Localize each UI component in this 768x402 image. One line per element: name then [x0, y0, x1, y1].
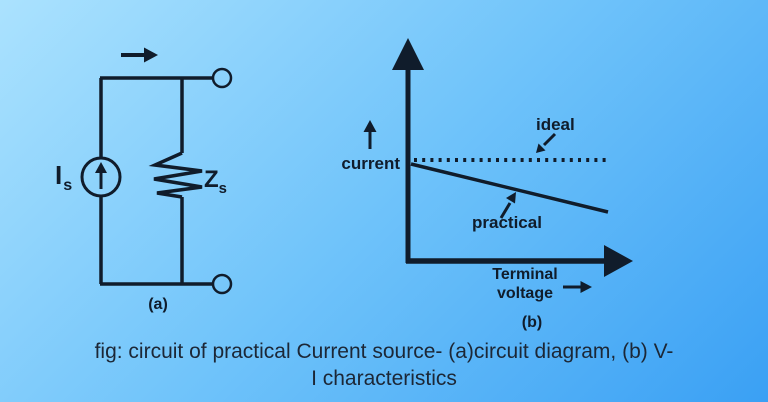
vi-characteristics-graph [363, 38, 633, 293]
subfigure-b-label: (b) [521, 314, 543, 331]
y-axis-arrowhead-icon [392, 38, 424, 70]
practical-characteristic-line [410, 162, 609, 214]
current-axis-arrow-icon [363, 120, 377, 149]
figure-caption-line2: I characteristics [311, 367, 457, 390]
practical-pointer-arrow-icon [499, 192, 516, 219]
impedance-zigzag [148, 151, 203, 199]
impedance-symbol: Z [204, 166, 219, 193]
ideal-curve-label: ideal [536, 115, 575, 134]
subfigure-a-label: (a) [148, 296, 168, 313]
source-current-label: Is [55, 160, 73, 195]
source-current-subscript: s [63, 176, 74, 195]
y-axis-title: current [341, 154, 400, 173]
figure-caption: fig: circuit of practical Current source… [0, 338, 768, 392]
source-current-symbol: I [55, 160, 64, 190]
current-direction-arrow-icon [121, 47, 158, 63]
circuit-diagram [80, 47, 233, 295]
x-axis-title-line1: Terminal [492, 266, 558, 283]
voltage-axis-arrow-icon [563, 281, 592, 293]
current-source-arrow-icon [95, 162, 107, 189]
bottom-terminal [211, 273, 233, 295]
x-axis-arrowhead-icon [604, 245, 633, 277]
top-terminal [211, 67, 233, 89]
x-axis-title-line2: voltage [496, 285, 553, 302]
figure-caption-line1: fig: circuit of practical Current source… [94, 340, 674, 363]
practical-curve-label: practical [472, 213, 542, 232]
impedance-label: Zs [204, 166, 227, 197]
ideal-pointer-arrow-icon [536, 132, 557, 153]
impedance-subscript: s [218, 180, 227, 197]
x-axis-title: Terminal voltage [478, 265, 572, 303]
